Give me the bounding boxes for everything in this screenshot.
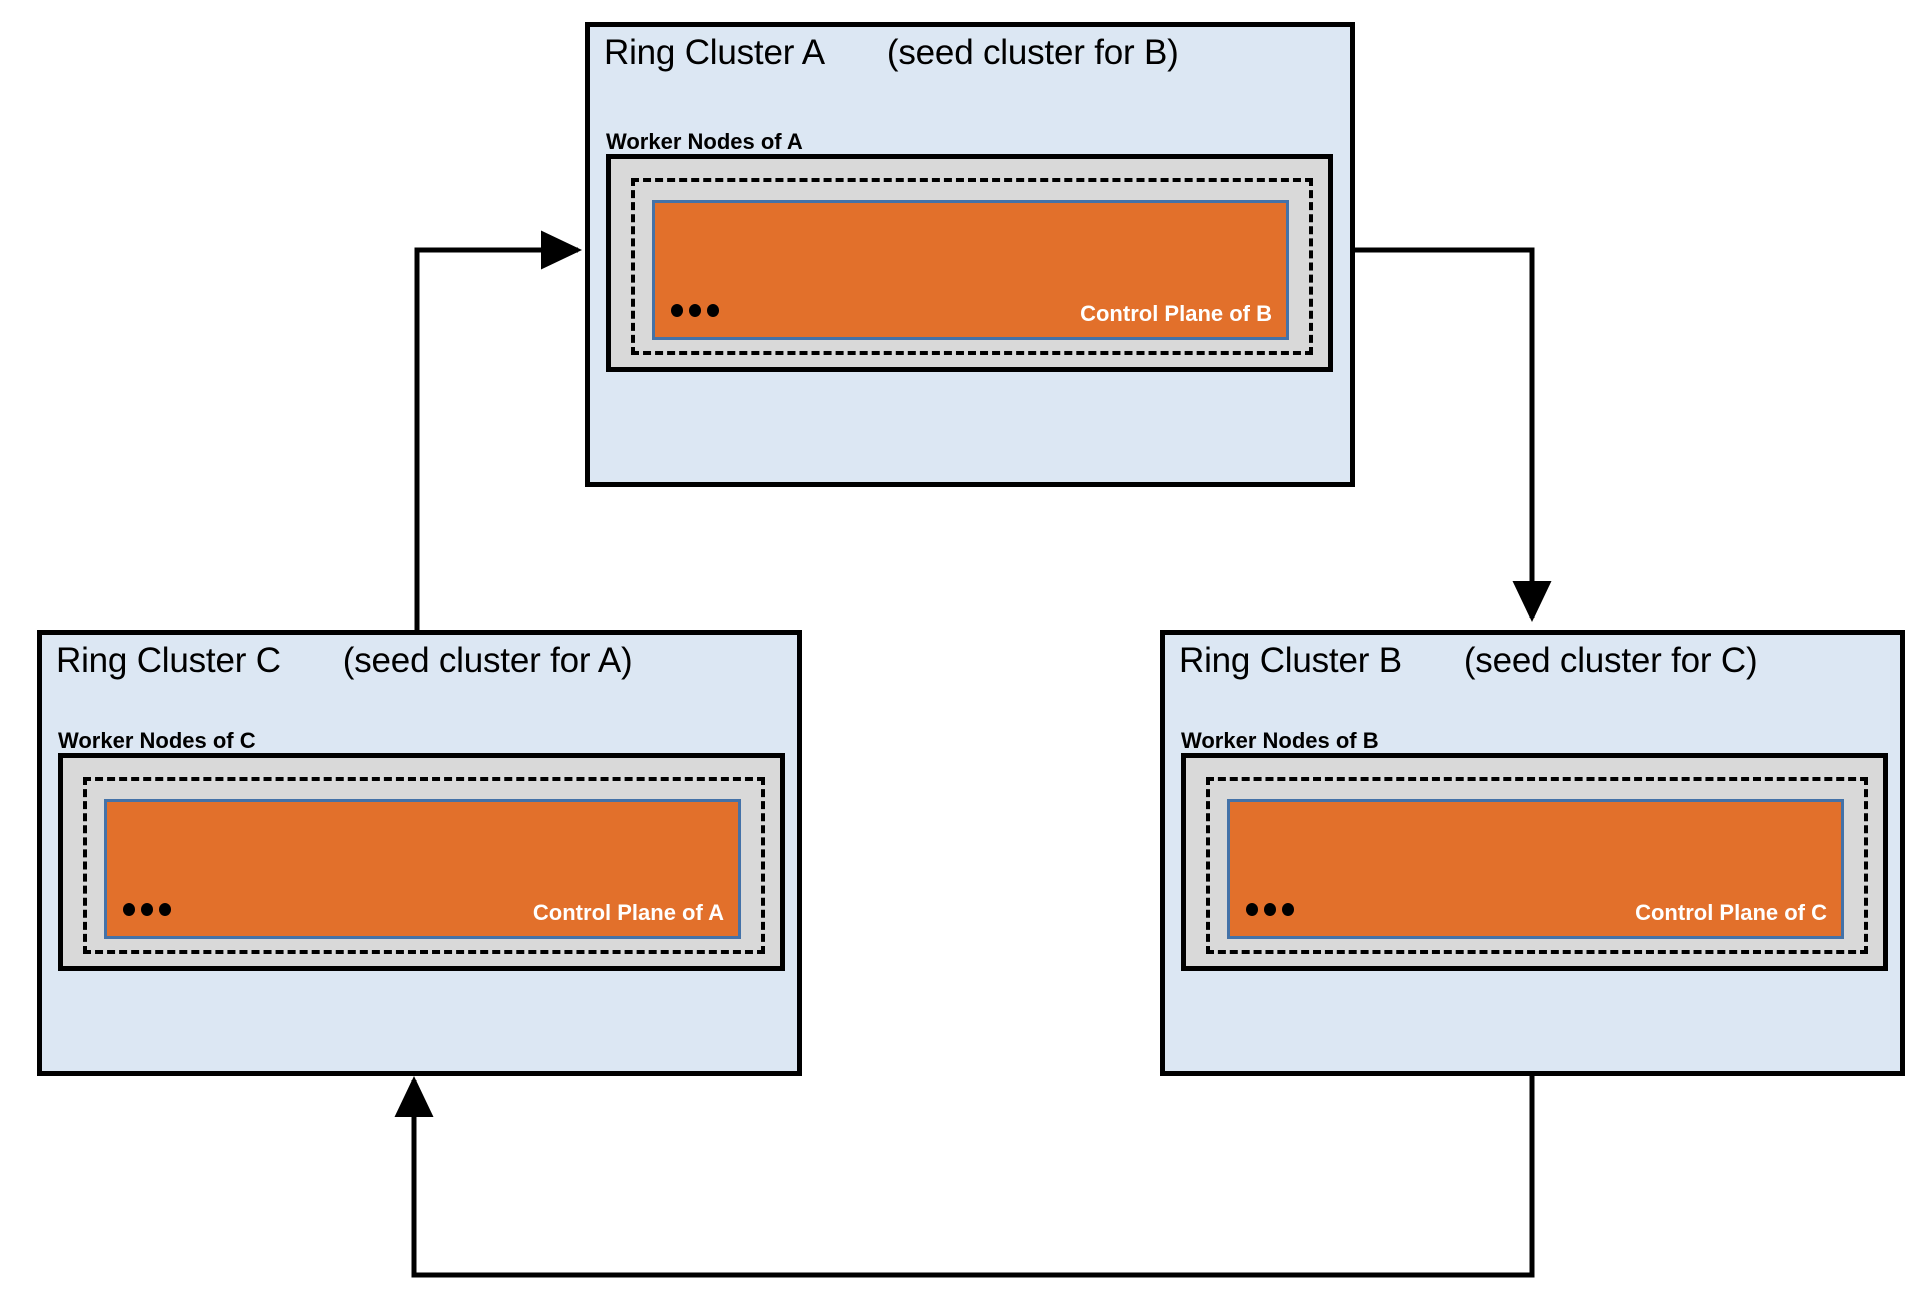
cluster-a-name: Ring Cluster A (604, 33, 825, 72)
connector-b-to-c (394, 1072, 1535, 1278)
cluster-a-seed-note: (seed cluster for B) (886, 33, 1179, 72)
cluster-c-title: Ring Cluster C (seed cluster for A) (56, 641, 633, 681)
cluster-a-ellipsis-icon (671, 304, 719, 317)
cluster-b-worker-label: Worker Nodes of B (1181, 728, 1379, 753)
cluster-c-seed-note: (seed cluster for A) (342, 641, 633, 680)
cluster-b-title: Ring Cluster B (seed cluster for C) (1179, 641, 1758, 681)
cluster-b-worker-box: Control Plane of C (1181, 753, 1888, 971)
cluster-b-dashed-box: Control Plane of C (1206, 777, 1868, 954)
cluster-c[interactable]: Ring Cluster C (seed cluster for A) Worke… (37, 630, 802, 1076)
cluster-a-control-plane-label: Control Plane of B (1080, 301, 1272, 326)
cluster-c-worker-label: Worker Nodes of C (58, 728, 256, 753)
cluster-b-name: Ring Cluster B (1179, 641, 1402, 680)
cluster-b-seed-note: (seed cluster for C) (1463, 641, 1758, 680)
cluster-b-control-plane-label: Control Plane of C (1635, 900, 1827, 925)
cluster-a-dashed-box: Control Plane of B (631, 178, 1313, 355)
cluster-a-control-plane[interactable]: Control Plane of B (652, 200, 1289, 340)
cluster-c-control-plane[interactable]: Control Plane of A (104, 799, 741, 939)
cluster-c-name: Ring Cluster C (56, 641, 281, 680)
cluster-a[interactable]: Ring Cluster A (seed cluster for B) Worke… (585, 22, 1355, 487)
cluster-b-ellipsis-icon (1246, 903, 1294, 916)
cluster-c-control-plane-label: Control Plane of A (532, 900, 724, 925)
cluster-b[interactable]: Ring Cluster B (seed cluster for C) Worke… (1160, 630, 1905, 1076)
cluster-c-dashed-box: Control Plane of A (83, 777, 765, 954)
cluster-c-worker-box: Control Plane of A (58, 753, 785, 971)
connector-c-to-a (414, 230, 582, 632)
cluster-a-title: Ring Cluster A (seed cluster for B) (604, 33, 1179, 73)
cluster-a-worker-label: Worker Nodes of A (606, 129, 803, 154)
connector-a-to-b (1355, 247, 1552, 622)
cluster-c-ellipsis-icon (123, 903, 171, 916)
cluster-a-worker-box: Control Plane of B (606, 154, 1333, 372)
cluster-b-control-plane[interactable]: Control Plane of C (1227, 799, 1844, 939)
